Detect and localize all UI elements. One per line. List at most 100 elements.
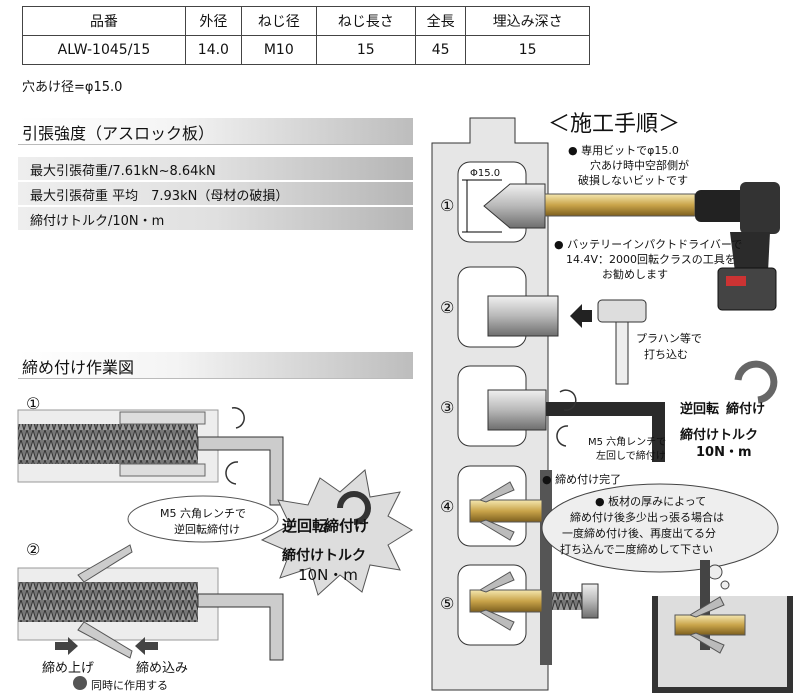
tighten-complete: ● 締め付け完了 bbox=[542, 473, 622, 486]
proc-step5-drawing bbox=[469, 565, 599, 665]
proc-step3-label: ③ bbox=[440, 398, 455, 417]
proc-step2-drawing bbox=[487, 295, 647, 385]
hole-note: 穴あけ径=φ15.0 bbox=[22, 80, 123, 95]
bullet-icon bbox=[73, 676, 87, 690]
anchor-sleeve-2 bbox=[487, 295, 559, 337]
tensile-bar-3 bbox=[18, 207, 413, 230]
burst-torque-label: 締付けトルク bbox=[282, 548, 366, 564]
driver-note-line1: ● バッテリーインパクトドライバーで bbox=[554, 238, 743, 251]
wrench-note-bubble bbox=[127, 495, 279, 543]
hammer-note-line1: プラハン等で bbox=[636, 332, 702, 345]
cell-total-len: 45 bbox=[414, 35, 467, 65]
bubble-line3: 一度締め付け後、再度出てる分 bbox=[562, 527, 716, 540]
simultaneous-note: 同時に作用する bbox=[91, 679, 168, 692]
driver-body bbox=[740, 182, 780, 234]
bubble-line2: 締め付け後多少出っ張る場合は bbox=[570, 511, 724, 524]
work-step2-drawing bbox=[17, 544, 284, 690]
sleeve-bottom-1 bbox=[119, 463, 206, 477]
inset-anchor bbox=[674, 614, 746, 636]
proc-step2-label: ② bbox=[440, 298, 455, 317]
wrench-note-line2: 逆回転締付け bbox=[174, 523, 240, 536]
proc-reverse: 逆回転 bbox=[680, 402, 720, 417]
work-step1-drawing bbox=[17, 407, 413, 596]
bubble-line1: ● 板材の厚みによって bbox=[595, 495, 707, 508]
bolt-shaft bbox=[552, 592, 582, 610]
cell-thread-dia: M10 bbox=[240, 35, 317, 65]
arrow-tighten-up bbox=[55, 637, 78, 655]
bolt-head bbox=[581, 583, 599, 619]
proc-tighten: 締付け bbox=[726, 402, 766, 417]
proc-step3-drawing bbox=[487, 360, 778, 462]
work-section-bar bbox=[18, 352, 413, 379]
proc-step4-drawing bbox=[469, 470, 552, 570]
tensile-bar-1 bbox=[18, 157, 413, 180]
header-part-no: 品番 bbox=[22, 6, 186, 36]
hex-wrench-3 bbox=[546, 402, 665, 462]
label-tighten-in: 締め込み bbox=[136, 661, 189, 676]
cell-part-no: ALW-1045/15 bbox=[22, 35, 186, 65]
arrow-tighten-in bbox=[135, 637, 158, 655]
anchor-wing-top bbox=[77, 544, 133, 583]
cell-outer-dia: 14.0 bbox=[184, 35, 242, 65]
hex-wrench-2 bbox=[197, 593, 284, 661]
rotate-arrow-1 bbox=[231, 407, 245, 429]
rotate-arrow-4 bbox=[556, 425, 569, 447]
proc-step1-label: ① bbox=[440, 196, 455, 215]
thickness-note-bubble bbox=[541, 483, 779, 590]
rotate-arrow-2 bbox=[225, 461, 239, 485]
header-outer-dia: 外径 bbox=[184, 6, 242, 36]
anchor-wing-bottom bbox=[77, 621, 133, 659]
spec-table: 品番 外径 ねじ径 ねじ長さ 全長 埋込み深さ ALW-1045/15 14.0… bbox=[22, 6, 590, 65]
burst-torque-value: 10N・m bbox=[298, 566, 358, 584]
proc-step5-label: ⑤ bbox=[440, 594, 455, 613]
hammer-direction-arrow bbox=[570, 304, 592, 328]
burst-reverse: 逆回転 bbox=[282, 517, 328, 535]
bubble-line4: 打ち込んで二度締めして下さい bbox=[560, 543, 714, 556]
torque-rotate-icon-1 bbox=[337, 491, 371, 525]
torque-starburst-1 bbox=[260, 469, 413, 596]
anchor-sleeve-3 bbox=[487, 389, 547, 431]
cell-embed-depth: 15 bbox=[465, 35, 590, 65]
proc-torque-value: 10N・m bbox=[696, 445, 752, 460]
header-embed-depth: 埋込み深さ bbox=[465, 6, 590, 36]
sleeve-top-1 bbox=[119, 411, 206, 425]
anchor-body-5 bbox=[469, 589, 543, 613]
proc-step1-drawing bbox=[462, 179, 780, 311]
driver-note-line2: 14.4V：2000回転クラスの工具を bbox=[566, 253, 736, 266]
tensile-line-2: 最大引張荷重 平均 7.93kN（母材の破損） bbox=[30, 189, 289, 204]
driver-battery bbox=[717, 267, 777, 311]
hammer-note-line2: 打ち込む bbox=[644, 348, 688, 361]
tensile-bar-2 bbox=[18, 182, 413, 205]
procedure-title: ＜施工手順＞ bbox=[548, 112, 681, 137]
label-tighten-up: 締め上げ bbox=[42, 661, 95, 676]
proc-wrench-line1: M5 六角レンチで bbox=[588, 437, 667, 448]
proc-wrench-line2: 左回しで締付け bbox=[596, 451, 666, 462]
board-edge-5 bbox=[540, 565, 552, 665]
inset-frame bbox=[652, 596, 793, 693]
tensile-title: 引張強度（アスロック板） bbox=[22, 124, 215, 143]
bit-note-line2: 穴あけ時中空部側が bbox=[590, 159, 689, 172]
work-title: 締め付け作業図 bbox=[22, 358, 135, 377]
header-thread-len: ねじ長さ bbox=[315, 6, 416, 36]
burst-tighten: 締付け bbox=[324, 517, 370, 535]
spec-header-row: 品番 外径 ねじ径 ねじ長さ 全長 埋込み深さ bbox=[22, 6, 590, 36]
bit-note-line1: ● 専用ビットでφ15.0 bbox=[568, 144, 679, 157]
drill-bit-shank bbox=[544, 193, 696, 217]
driver-note-line3: お勧めします bbox=[602, 268, 668, 281]
proc-step4-label: ④ bbox=[440, 497, 455, 516]
threaded-bolt-2 bbox=[18, 582, 198, 622]
bit-note-line3: 破損しないビットです bbox=[578, 174, 688, 187]
threaded-bolt-1 bbox=[18, 424, 198, 464]
tensile-section-bar bbox=[18, 118, 413, 145]
rotate-arrow-3 bbox=[559, 389, 577, 411]
battery-indicator bbox=[726, 276, 746, 286]
hammer-head bbox=[597, 299, 647, 323]
anchor-body-4 bbox=[469, 499, 543, 523]
work-step1-label: ① bbox=[26, 394, 41, 413]
wrench-note-line1: M5 六角レンチで bbox=[160, 507, 246, 520]
work-step2-label: ② bbox=[26, 540, 41, 559]
phi-label: Φ15.0 bbox=[470, 168, 501, 179]
spec-data-row: ALW-1045/15 14.0 M10 15 45 15 bbox=[22, 35, 590, 65]
inset-drawing bbox=[652, 560, 793, 693]
